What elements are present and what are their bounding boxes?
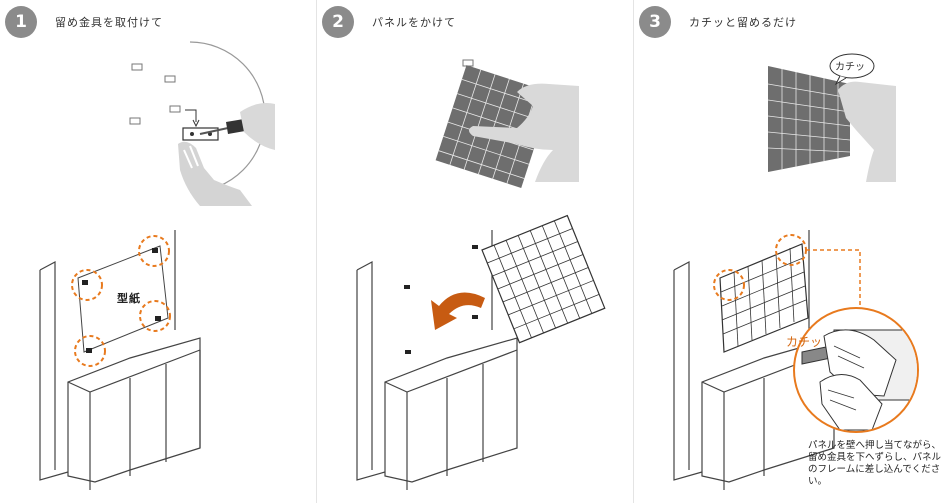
step-1-badge: 1 bbox=[5, 6, 37, 38]
template-label: 型紙 bbox=[117, 292, 141, 305]
click-callout-text: カチッ bbox=[786, 335, 823, 349]
step-2-illustration bbox=[356, 59, 606, 490]
step-1-panel: 1 留め金具を取付けて bbox=[0, 0, 316, 503]
step-3-title: カチッと留めるだけ bbox=[689, 16, 797, 29]
step-2-title: パネルをかけて bbox=[372, 16, 456, 29]
step-2-badge: 2 bbox=[322, 6, 354, 38]
step-3-panel: 3 カチッと留めるだけ bbox=[634, 0, 950, 503]
step-2-panel: 2 パネルをかけて bbox=[317, 0, 633, 503]
step-3-header: 3 カチッと留めるだけ bbox=[639, 6, 797, 38]
step-3-illustration bbox=[673, 53, 919, 490]
panel-divider bbox=[316, 0, 317, 503]
step-1-header: 1 留め金具を取付けて bbox=[5, 6, 163, 38]
step-2-header: 2 パネルをかけて bbox=[322, 6, 456, 38]
click-bubble-text: カチッ bbox=[835, 62, 865, 73]
step-1-illustration bbox=[39, 41, 275, 490]
bracket-mark-icon bbox=[129, 63, 181, 125]
instruction-note: パネルを壁へ押し当てながら、留め金具を下へずらし、パネルのフレームに差し込んでく… bbox=[808, 440, 942, 487]
panel-divider bbox=[633, 0, 634, 503]
step-3-badge: 3 bbox=[639, 6, 671, 38]
step-1-title: 留め金具を取付けて bbox=[55, 16, 163, 29]
arrow-icon bbox=[431, 292, 485, 330]
